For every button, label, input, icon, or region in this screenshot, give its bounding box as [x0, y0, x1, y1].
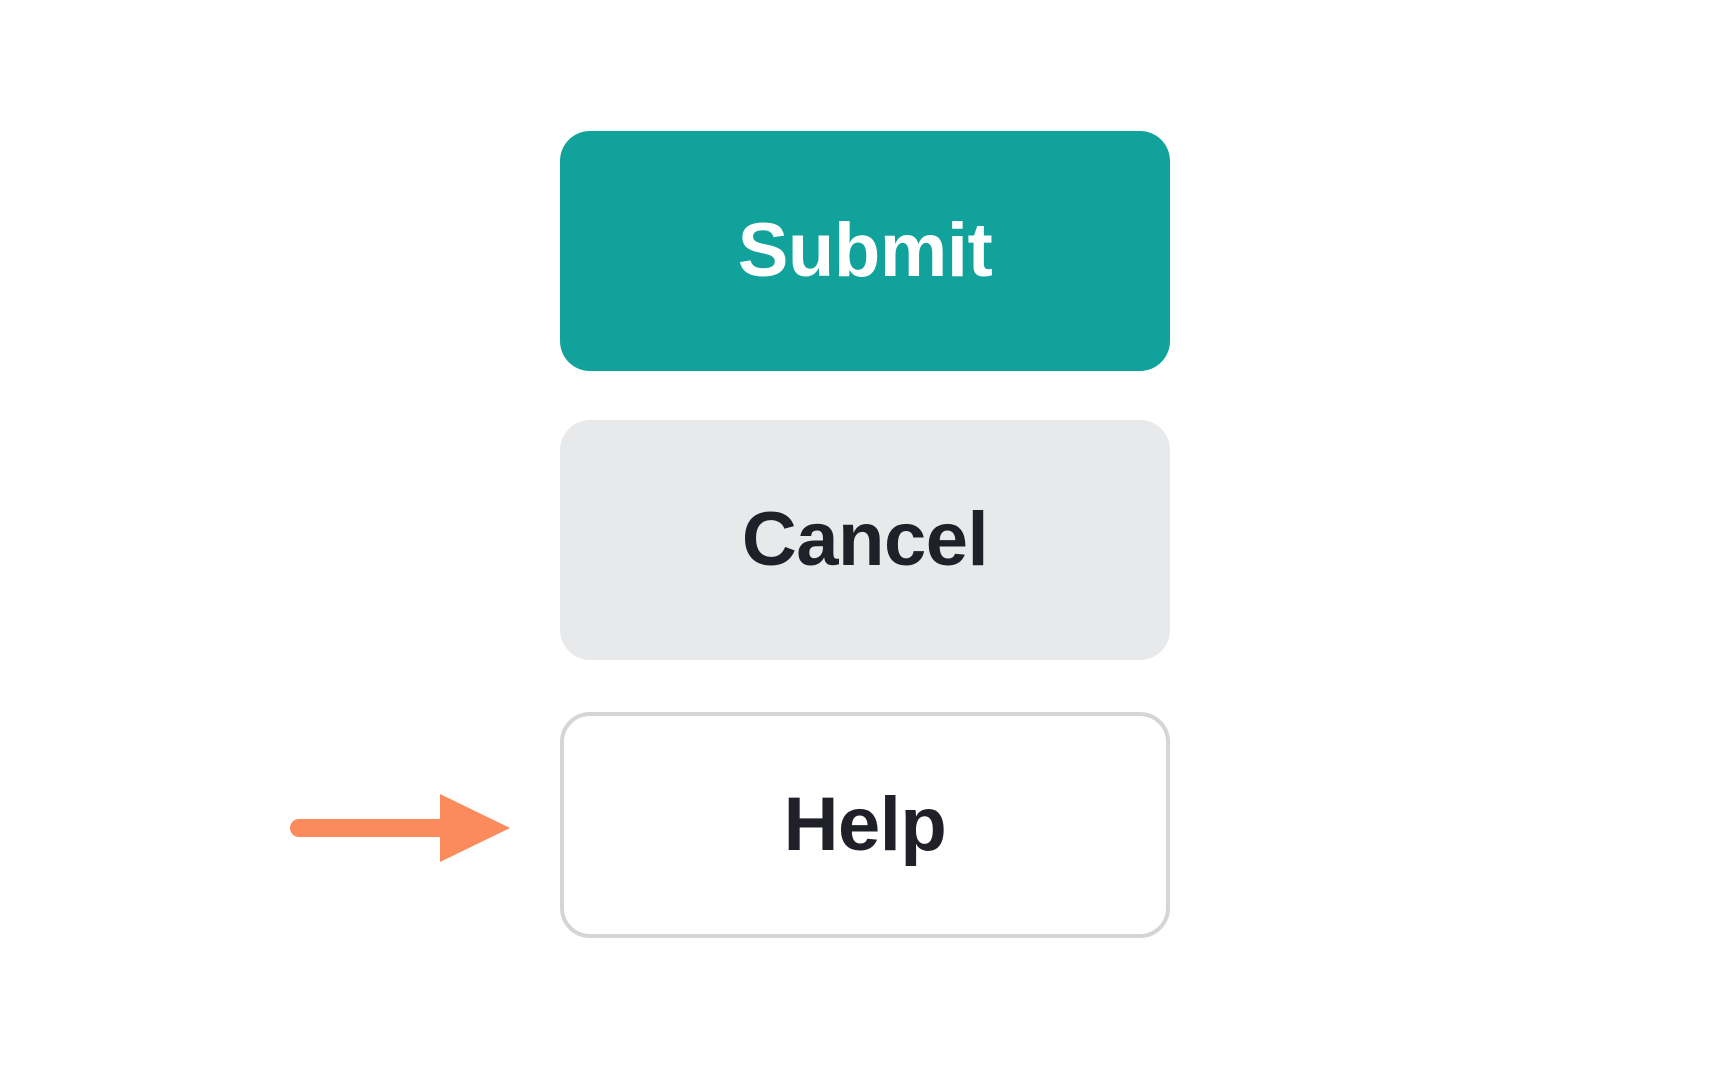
help-button-label: Help [783, 782, 947, 867]
help-button[interactable]: Help [560, 712, 1170, 938]
submit-button[interactable]: Submit [560, 131, 1170, 371]
cancel-button-label: Cancel [741, 497, 989, 582]
cancel-button[interactable]: Cancel [560, 420, 1170, 660]
submit-button-label: Submit [737, 208, 993, 293]
arrow-right-icon [290, 794, 510, 862]
